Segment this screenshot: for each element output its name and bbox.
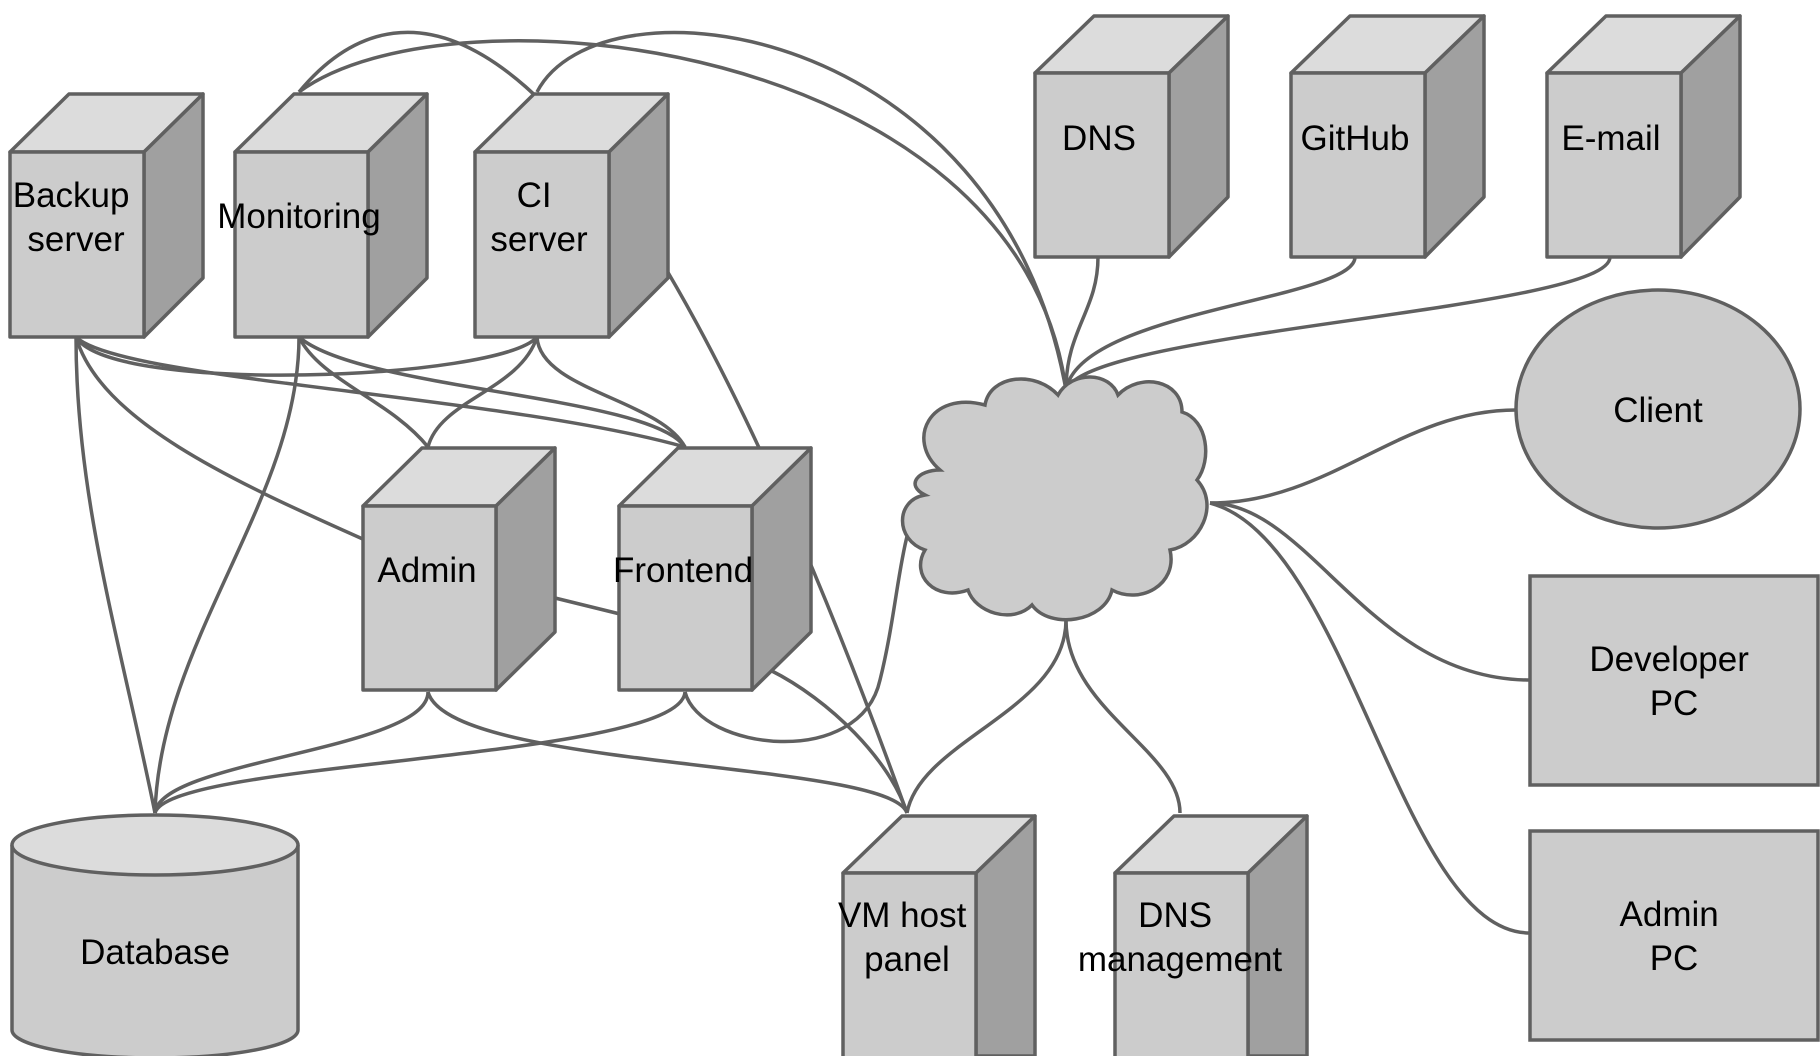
server-dns-management: DNS management <box>1078 814 1309 1056</box>
edge-internet-github <box>1064 256 1357 391</box>
server-ci: CI server <box>473 92 670 339</box>
database-label: Database <box>80 933 230 972</box>
client-ellipse: Client <box>1514 288 1802 530</box>
edge-internet-vmhost <box>905 619 1068 814</box>
edge-backup-database <box>74 336 157 814</box>
server-dns: DNS <box>1033 14 1230 259</box>
server-dns-label: DNS <box>1062 119 1136 158</box>
server-vm-host: VM host panel <box>838 814 1037 1056</box>
edge-frontend-vmhost <box>769 668 909 814</box>
admin-pc-label: Admin PC <box>1620 895 1729 978</box>
edge-monitoring-database <box>153 336 301 814</box>
server-dns-management-label: DNS management <box>1078 896 1283 979</box>
server-monitoring: Monitoring <box>217 92 429 339</box>
edge-backup-ci <box>74 335 539 377</box>
server-frontend-label: Frontend <box>613 551 753 590</box>
internet-cloud <box>900 375 1209 622</box>
server-vm-host-label: VM host panel <box>838 896 976 979</box>
client-label: Client <box>1613 391 1703 430</box>
developer-pc-label: Developer PC <box>1589 640 1758 723</box>
server-frontend: Frontend <box>613 446 813 692</box>
edge-admin-vmhost <box>426 691 909 814</box>
edge-internet-dns <box>1064 256 1100 391</box>
server-monitoring-label: Monitoring <box>217 197 380 236</box>
edge-monitoring-admin <box>297 336 430 449</box>
edge-ci-internet <box>535 30 1068 391</box>
edge-internet-developer <box>1209 501 1531 682</box>
server-backup-label: Backup server <box>13 176 139 259</box>
database-cylinder: Database <box>10 813 300 1056</box>
server-backup: Backup server <box>8 92 205 339</box>
server-admin-label: Admin <box>377 551 476 590</box>
edge-frontend-internet <box>683 498 927 744</box>
server-admin: Admin <box>361 446 557 692</box>
edge-admin-frontend <box>554 596 621 616</box>
edge-admin-database <box>153 691 430 814</box>
server-github-label: GitHub <box>1301 119 1410 158</box>
developer-pc-box: Developer PC <box>1528 574 1820 787</box>
edge-frontend-database <box>153 691 687 814</box>
edge-ci-frontend <box>535 336 687 448</box>
edge-internet-dnsmgmt <box>1064 619 1182 814</box>
edge-internet-email <box>1064 256 1612 391</box>
server-github: GitHub <box>1289 14 1486 259</box>
edge-backup-frontend <box>74 335 686 449</box>
server-email: E-mail <box>1545 14 1742 259</box>
server-email-label: E-mail <box>1561 119 1660 158</box>
connection-lines <box>74 30 1612 935</box>
edge-backup-admin <box>74 336 366 542</box>
edge-monitoring-frontend <box>297 335 687 449</box>
edge-monitoring-internet <box>297 39 1068 391</box>
edge-internet-adminpc <box>1209 501 1531 935</box>
admin-pc-box: Admin PC <box>1528 829 1820 1042</box>
edge-ci-admin <box>426 336 539 448</box>
edge-internet-client <box>1209 408 1517 505</box>
server-ci-label: CI server <box>490 176 588 259</box>
